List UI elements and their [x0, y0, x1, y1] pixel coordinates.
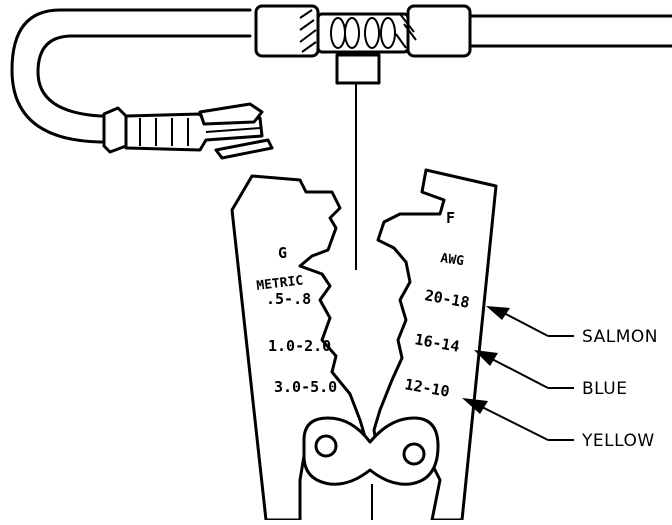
callout-blue: BLUE — [582, 379, 627, 399]
yellow-arrowhead — [462, 398, 488, 414]
metric-size-2: 1.0-2.0 — [268, 337, 331, 355]
ring-terminal — [102, 102, 274, 160]
metric-size-scale: .5-.8 1.0-2.0 3.0-5.0 — [266, 290, 337, 396]
butt-connector — [254, 4, 472, 270]
color-callouts: SALMON BLUE YELLOW — [462, 306, 658, 451]
callout-yellow: YELLOW — [581, 431, 655, 451]
callout-salmon: SALMON — [582, 327, 658, 347]
right-die-label: F — [446, 209, 455, 227]
metric-size-1: .5-.8 — [266, 290, 311, 308]
metric-scale-title: METRIC — [256, 273, 304, 294]
metric-size-3: 3.0-5.0 — [274, 378, 337, 396]
awg-scale-title: AWG — [439, 251, 465, 269]
die-labels: G F METRIC AWG — [256, 209, 465, 294]
left-die-label: G — [278, 244, 287, 262]
salmon-arrowhead — [486, 306, 510, 320]
crimper-jaws — [230, 168, 498, 522]
wire-cable — [10, 8, 672, 144]
blue-arrowhead — [474, 350, 498, 366]
